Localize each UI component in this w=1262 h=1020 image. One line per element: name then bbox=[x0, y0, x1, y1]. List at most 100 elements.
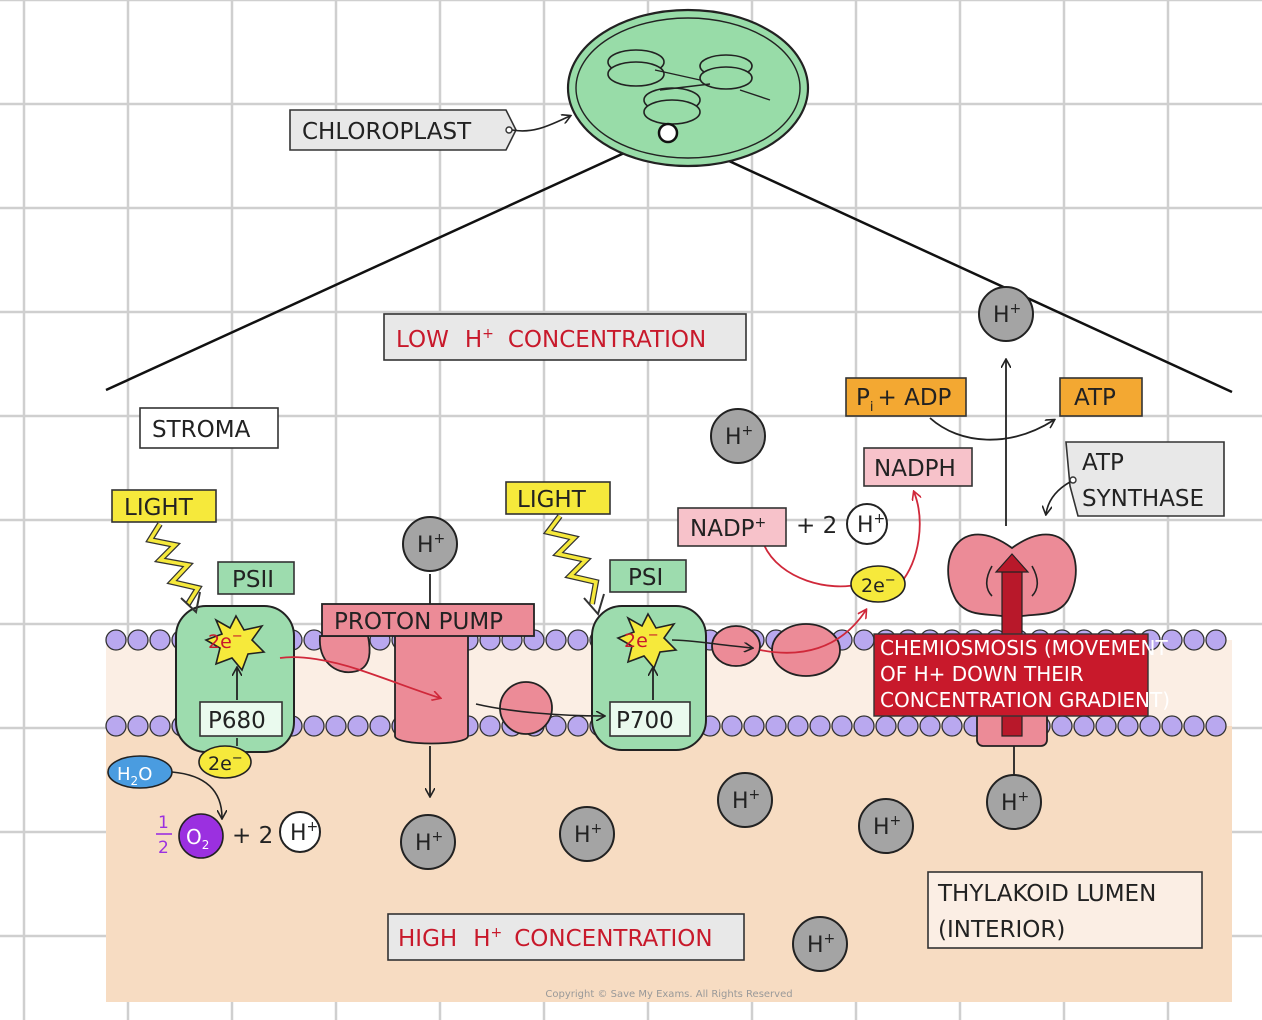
h-ion: H+ bbox=[846, 503, 888, 545]
svg-text:LIGHT: LIGHT bbox=[517, 487, 587, 513]
h-ion: H+ bbox=[858, 798, 914, 854]
svg-text:H+: H+ bbox=[732, 787, 760, 814]
svg-text:H+: H+ bbox=[857, 511, 885, 538]
phospholipid-head bbox=[1073, 715, 1095, 737]
svg-text:H+: H+ bbox=[574, 821, 602, 848]
phospholipid-head bbox=[765, 715, 787, 737]
pi-adp-label: Pi+ ADP bbox=[845, 377, 967, 417]
phospholipid-head bbox=[105, 629, 127, 651]
svg-text:H+: H+ bbox=[290, 819, 318, 846]
svg-text:NADPH: NADPH bbox=[874, 456, 956, 482]
svg-text:2: 2 bbox=[158, 838, 169, 858]
light-label-1: LIGHT bbox=[111, 489, 217, 614]
nadph-label: NADPH bbox=[863, 447, 973, 487]
svg-text:CONCENTRATION GRADIENT): CONCENTRATION GRADIENT) bbox=[880, 688, 1170, 712]
svg-text:2e−: 2e− bbox=[208, 751, 243, 775]
h-ion: H+ bbox=[986, 774, 1042, 830]
atp-label: ATP bbox=[1059, 377, 1143, 417]
svg-text:SYNTHASE: SYNTHASE bbox=[1082, 486, 1204, 512]
light-label-2: LIGHT bbox=[505, 481, 611, 617]
proton-pump: PROTON PUMP bbox=[319, 574, 535, 796]
phospholipid-head bbox=[787, 715, 809, 737]
phospholipid-head bbox=[853, 629, 875, 651]
h-ion: H+ bbox=[279, 811, 321, 853]
svg-text:O2: O2 bbox=[186, 825, 209, 852]
hydrogen-ions: H+ H+ H+ H+ H+ H+ H+ H+ H+ H+ H+ bbox=[279, 286, 1042, 972]
copyright-notice: Copyright © Save My Exams. All Rights Re… bbox=[545, 989, 792, 1000]
phospholipid-head bbox=[567, 629, 589, 651]
svg-text:CHLOROPLAST: CHLOROPLAST bbox=[302, 119, 472, 145]
phospholipid-head bbox=[1117, 715, 1139, 737]
h-ion: H+ bbox=[402, 516, 458, 572]
phospholipid-head bbox=[567, 715, 589, 737]
svg-text:+ 2: + 2 bbox=[232, 823, 273, 849]
svg-text:H+: H+ bbox=[725, 423, 753, 450]
phospholipid-head bbox=[325, 715, 347, 737]
svg-text:H+: H+ bbox=[807, 931, 835, 958]
chloroplast-label: CHLOROPLAST bbox=[289, 109, 570, 151]
phospholipid-head bbox=[1051, 715, 1073, 737]
nadp-electrons: 2e− bbox=[850, 565, 906, 603]
svg-text:H+: H+ bbox=[873, 813, 901, 840]
phospholipid-head bbox=[1095, 715, 1117, 737]
svg-text:(INTERIOR): (INTERIOR) bbox=[938, 917, 1065, 943]
phospholipid-head bbox=[479, 715, 501, 737]
nadp-plus-label: NADP+ + 2 bbox=[677, 507, 837, 547]
svg-text:Pi+ ADP: Pi+ ADP bbox=[856, 385, 952, 415]
psii-label: PSII bbox=[217, 561, 295, 595]
svg-text:H+: H+ bbox=[415, 829, 443, 856]
phospholipid-head bbox=[809, 715, 831, 737]
phospholipid-head bbox=[545, 715, 567, 737]
psi-excited-electrons: 2e− bbox=[616, 612, 678, 670]
phospholipid-head bbox=[743, 715, 765, 737]
phospholipid-head bbox=[1161, 715, 1183, 737]
phospholipid-head bbox=[853, 715, 875, 737]
h-ion: H+ bbox=[400, 814, 456, 870]
phospholipid-head bbox=[303, 715, 325, 737]
phospholipid-head bbox=[897, 715, 919, 737]
svg-text:THYLAKOID LUMEN: THYLAKOID LUMEN bbox=[937, 881, 1156, 907]
thylakoid-lumen-label: THYLAKOID LUMEN (INTERIOR) bbox=[927, 871, 1203, 949]
phospholipid-head bbox=[721, 715, 743, 737]
phospholipid-head bbox=[1205, 629, 1227, 651]
electron-carrier-3 bbox=[771, 623, 841, 677]
phospholipid-head bbox=[105, 715, 127, 737]
svg-text:2e−: 2e− bbox=[624, 628, 659, 652]
phospholipid-head bbox=[149, 715, 171, 737]
svg-text:OF H+ DOWN THEIR: OF H+ DOWN THEIR bbox=[880, 662, 1084, 686]
svg-text:H+: H+ bbox=[993, 301, 1021, 328]
phospholipid-head bbox=[127, 629, 149, 651]
psii-electrons-from-water: 2e− bbox=[198, 738, 252, 779]
phospholipid-head bbox=[875, 715, 897, 737]
svg-text:2e−: 2e− bbox=[861, 573, 896, 597]
oxygen-product: 1 2 O2 + 2 bbox=[156, 813, 273, 859]
svg-text:PSI: PSI bbox=[628, 565, 663, 591]
electron-flow-arrows bbox=[279, 492, 920, 716]
svg-text:ATP: ATP bbox=[1074, 385, 1116, 411]
phospholipid-head bbox=[347, 715, 369, 737]
svg-text:PROTON PUMP: PROTON PUMP bbox=[334, 609, 503, 635]
phospholipid-head bbox=[1183, 629, 1205, 651]
zoom-line-right bbox=[667, 131, 1233, 394]
zoom-line-left bbox=[105, 131, 669, 392]
phospholipid-head bbox=[149, 629, 171, 651]
svg-text:LIGHT: LIGHT bbox=[124, 495, 194, 521]
svg-text:PSII: PSII bbox=[232, 567, 274, 593]
water-molecule: H2O bbox=[107, 755, 222, 818]
phospholipid-head bbox=[545, 629, 567, 651]
p680-label: P680 bbox=[199, 701, 283, 737]
h-ion: H+ bbox=[710, 408, 766, 464]
atp-synthase-label: ATP SYNTHASE bbox=[1046, 441, 1225, 517]
svg-text:H+: H+ bbox=[1001, 789, 1029, 816]
svg-text:STROMA: STROMA bbox=[152, 417, 251, 443]
psii-excited-electrons: 2e− bbox=[204, 614, 266, 672]
svg-text:P680: P680 bbox=[208, 708, 266, 734]
p700-label: P700 bbox=[609, 701, 691, 737]
h-ion: H+ bbox=[559, 806, 615, 862]
svg-text:H+: H+ bbox=[417, 531, 445, 558]
